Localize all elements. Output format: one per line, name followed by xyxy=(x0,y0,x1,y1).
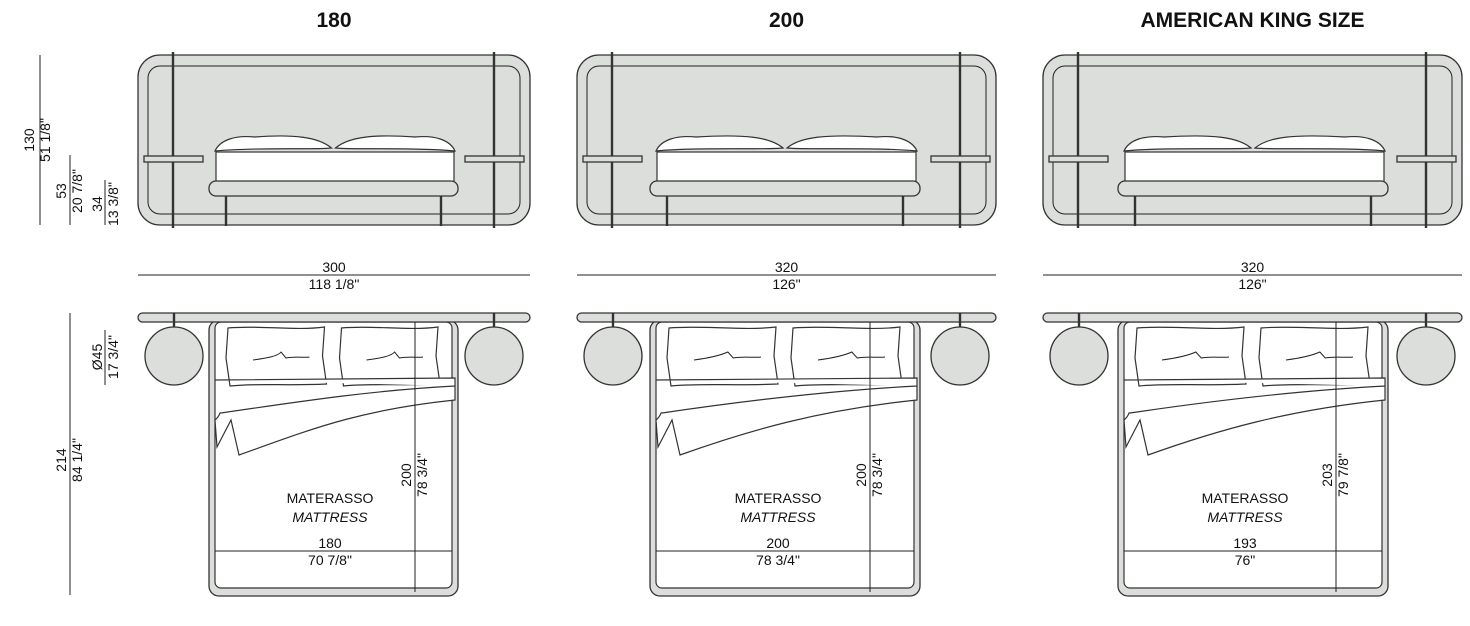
mattress-length-cm: 203 xyxy=(1319,463,1335,487)
pillow-front xyxy=(655,135,785,152)
variant-title: 200 xyxy=(769,9,804,32)
mattress-label: MATERASSO xyxy=(287,490,374,506)
pillow-top xyxy=(790,326,903,387)
dim-width-in: 118 1/8" xyxy=(309,276,360,292)
side-shelf xyxy=(464,155,525,163)
headboard-shelf-top xyxy=(137,312,531,323)
variant-title: AMERICAN KING SIZE xyxy=(1140,9,1364,32)
dim-shelf-height-in: 20 7/8" xyxy=(69,169,85,213)
bed-base xyxy=(1117,180,1389,197)
pillow-crease xyxy=(1161,351,1230,361)
headboard-inner-outline xyxy=(586,65,987,215)
mattress-front xyxy=(215,151,455,183)
front-view xyxy=(137,52,531,228)
side-shelf xyxy=(143,155,204,163)
pillow-top xyxy=(666,326,779,387)
pillow-crease xyxy=(252,351,310,361)
bed-base xyxy=(208,180,459,197)
round-side-table xyxy=(1049,326,1109,386)
pillow-top xyxy=(225,326,328,387)
pillow-front xyxy=(1253,135,1386,152)
mattress-length-in: 78 3/4" xyxy=(869,453,885,497)
dim-width-in: 126" xyxy=(1238,276,1266,292)
headboard-inner-outline xyxy=(147,65,521,215)
side-shelf xyxy=(930,155,991,163)
round-side-table xyxy=(583,326,643,386)
mattress-label-en: MATTRESS xyxy=(292,509,368,525)
mattress-front xyxy=(656,151,917,183)
headboard-shelf-top xyxy=(576,312,997,323)
pillow-front xyxy=(1123,135,1253,152)
pillow-crease xyxy=(366,351,424,361)
mattress-front xyxy=(1124,151,1385,183)
mattress-label-en: MATTRESS xyxy=(1207,509,1283,525)
headboard-shelf-top xyxy=(1042,312,1463,323)
pillow-crease xyxy=(817,351,886,361)
headboard-panel xyxy=(576,54,997,226)
bed-base xyxy=(649,180,921,197)
variant-title: 180 xyxy=(316,9,351,32)
mattress-label-en: MATTRESS xyxy=(740,509,816,525)
round-side-table xyxy=(1396,326,1456,386)
mattress-length-cm: 200 xyxy=(398,463,414,487)
mattress-width-in: 70 7/8" xyxy=(308,552,352,568)
dim-shelf-height-cm: 53 xyxy=(53,183,69,199)
pillow-crease xyxy=(1285,351,1354,361)
side-shelf xyxy=(1396,155,1457,163)
pillow-top xyxy=(1258,326,1371,387)
dim-bed-height-in: 13 3/8" xyxy=(105,182,121,226)
duvet-fold xyxy=(214,377,456,456)
dim-width-cm: 320 xyxy=(775,259,799,275)
pillow-top xyxy=(1134,326,1247,387)
mattress-label: MATERASSO xyxy=(735,490,822,506)
dim-width-cm: 320 xyxy=(1241,259,1265,275)
mattress-width-cm: 193 xyxy=(1233,535,1257,551)
mattress-width-in: 76" xyxy=(1235,552,1256,568)
round-side-table xyxy=(144,326,204,386)
round-side-table xyxy=(930,326,990,386)
dim-width-in: 126" xyxy=(772,276,800,292)
duvet-fold xyxy=(655,377,918,456)
dim-width-cm: 300 xyxy=(322,259,346,275)
pillow-front xyxy=(785,135,918,152)
mattress-length-cm: 200 xyxy=(853,463,869,487)
headboard-panel xyxy=(1042,54,1463,226)
side-shelf xyxy=(1048,155,1109,163)
front-view xyxy=(576,52,997,228)
dim-total-depth-in: 84 1/4" xyxy=(69,438,85,482)
front-view xyxy=(1042,52,1463,228)
headboard-inner-outline xyxy=(1052,65,1453,215)
pillow-top xyxy=(338,326,441,387)
round-side-table xyxy=(464,326,524,386)
pillow-front xyxy=(214,135,333,152)
mattress-width-cm: 200 xyxy=(766,535,790,551)
dim-table-diameter-cm: Ø45 xyxy=(89,344,105,371)
side-shelf xyxy=(582,155,643,163)
dim-total-depth-cm: 214 xyxy=(53,448,69,472)
pillow-front xyxy=(334,135,456,152)
mattress-label: MATERASSO xyxy=(1202,490,1289,506)
duvet-fold xyxy=(1123,377,1386,456)
pillow-crease xyxy=(693,351,762,361)
dim-total-height-in: 51 1/8" xyxy=(37,118,53,162)
mattress-length-in: 78 3/4" xyxy=(414,453,430,497)
dim-total-height-cm: 130 xyxy=(21,128,37,152)
mattress-length-in: 79 7/8" xyxy=(1335,453,1351,497)
mattress-width-in: 78 3/4" xyxy=(756,552,800,568)
headboard-panel xyxy=(137,54,531,226)
dim-table-diameter-in: 17 3/4" xyxy=(105,335,121,379)
mattress-width-cm: 180 xyxy=(318,535,342,551)
dim-bed-height-cm: 34 xyxy=(89,196,105,212)
